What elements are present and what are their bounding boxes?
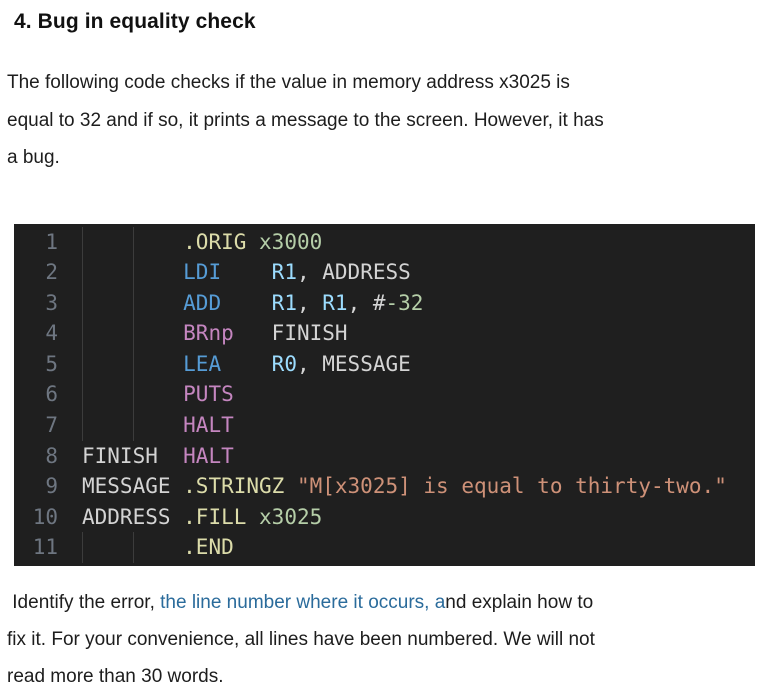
line-content: ADD R1, R1, #-32 — [183, 290, 424, 315]
outro-line: read more than 30 words. — [7, 666, 224, 688]
intro-line: The following code checks if the value i… — [7, 72, 570, 93]
code-line: 11 .END — [14, 532, 755, 564]
line-number: 5 — [45, 351, 58, 376]
indent-guide — [133, 226, 134, 258]
line-number: 2 — [45, 260, 58, 285]
indent-guide — [133, 257, 134, 288]
code-line: 8 FINISH HALT — [14, 441, 755, 472]
indent-guide — [82, 318, 83, 349]
line-content: HALT — [183, 413, 234, 438]
indent-guide — [133, 410, 134, 441]
line-content: ADDRESS .FILL x3025 — [82, 504, 323, 529]
line-content: LEA R0, MESSAGE — [183, 351, 411, 376]
indent-guide — [133, 318, 134, 349]
indent-guide — [133, 287, 134, 319]
code-line: 6 PUTS — [14, 379, 755, 411]
intro-line: a bug. — [7, 147, 60, 168]
indent-guide — [82, 379, 83, 411]
outro-line: fix it. For your convenience, all lines … — [7, 629, 595, 651]
indent-guide — [82, 287, 83, 319]
outro-text-after: nd explain how to — [445, 592, 594, 614]
indent-guide — [82, 348, 83, 380]
code-line: 9 MESSAGE .STRINGZ "M[x3025] is equal to … — [14, 471, 755, 502]
line-number: 8 — [45, 443, 58, 468]
indent-guide — [82, 226, 83, 258]
code-line: 7 HALT — [14, 410, 755, 441]
outro-text-before: Identify the error, — [7, 592, 161, 614]
line-content: PUTS — [183, 382, 234, 407]
line-content: MESSAGE .STRINGZ "M[x3025] is equal to t… — [82, 474, 727, 499]
line-content: .END — [183, 535, 234, 560]
code-line: 4 BRnp FINISH — [14, 318, 755, 349]
indent-guide — [133, 348, 134, 380]
line-number: 3 — [45, 290, 58, 315]
intro-paragraph: The following code checks if the value i… — [7, 64, 755, 177]
section-heading: 4. Bug in equality check — [14, 10, 256, 33]
code-line: 3 ADD R1, R1, #-32 — [14, 287, 755, 319]
intro-line: equal to 32 and if so, it prints a messa… — [7, 109, 604, 131]
line-content: .ORIG x3000 — [183, 229, 323, 254]
indent-guide — [133, 532, 134, 564]
line-content: LDI R1, ADDRESS — [183, 260, 411, 285]
indent-guide — [82, 257, 83, 288]
code-line: 1 .ORIG x3000 — [14, 226, 755, 258]
indent-guide — [133, 379, 134, 411]
indent-guide — [82, 410, 83, 441]
line-number: 10 — [32, 504, 58, 529]
line-number-link[interactable]: the line number where it occurs, a — [160, 592, 446, 614]
outro-paragraph: Identify the error, the line number wher… — [7, 584, 755, 695]
line-number: 11 — [32, 535, 58, 560]
outro-line: Identify the error, the line number wher… — [7, 584, 755, 621]
code-line: 5 LEA R0, MESSAGE — [14, 348, 755, 380]
line-content: FINISH HALT — [82, 443, 234, 468]
line-number: 9 — [45, 474, 58, 499]
indent-guide — [82, 532, 83, 564]
line-number: 4 — [45, 321, 58, 346]
line-content: BRnp FINISH — [183, 321, 348, 346]
line-number: 1 — [45, 229, 58, 254]
code-line: 10 ADDRESS .FILL x3025 — [14, 502, 755, 533]
code-line: 2 LDI R1, ADDRESS — [14, 257, 755, 288]
line-number: 6 — [45, 382, 58, 407]
line-number: 7 — [45, 413, 58, 438]
